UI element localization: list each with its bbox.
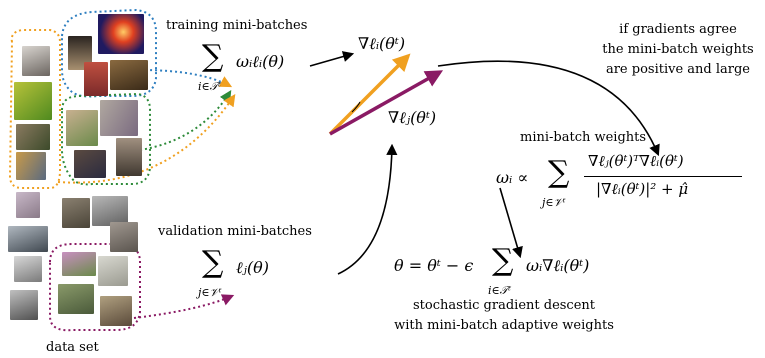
agree-to-weights-arrow [437, 60, 660, 157]
train-sum-index: i∈𝒯ᵗ [198, 80, 221, 93]
weight-lhs: ωᵢ ∝ [496, 168, 529, 187]
weight-numerator: ∇ℓⱼ(θᵗ)ᵀ∇ℓᵢ(θᵗ) [588, 152, 684, 170]
weights-to-sgd-arrow [499, 187, 523, 259]
image-dog-grass [66, 110, 98, 146]
image-fireworks [98, 14, 144, 54]
training-minibatches-label: training mini-batches [166, 18, 308, 33]
orange-training-group [8, 29, 61, 189]
image-truck [14, 256, 42, 282]
image-birds [14, 82, 52, 120]
sgd-line-2: with mini-batch adaptive weights [394, 318, 614, 334]
image-animal [62, 198, 90, 228]
image-windows [110, 222, 138, 252]
image-pink-car [62, 252, 96, 276]
weight-sum-index: j∈𝒱ᵗ [542, 196, 566, 209]
train-sum-symbol: ∑ [202, 39, 224, 74]
image-wall [16, 192, 40, 218]
validation-minibatches-label: validation mini-batches [158, 224, 312, 239]
purple-validation-group [49, 243, 141, 332]
green-batch-arrow [139, 89, 232, 151]
image-room [110, 60, 148, 90]
image-deer [58, 284, 94, 314]
agree-line-3: are positive and large [605, 62, 751, 78]
gradients-agree-note: if gradients agree the mini-batch weight… [598, 20, 758, 80]
weight-sum-symbol: ∑ [548, 155, 570, 190]
image-door [116, 138, 142, 176]
image-monkey [100, 296, 132, 326]
val-sum-symbol: ∑ [202, 245, 224, 280]
image-cat [74, 150, 106, 178]
grad-j-label: ∇ℓⱼ(θᵗ) [388, 108, 437, 127]
agree-line-1: if gradients agree [619, 22, 737, 37]
sgd-body: ωᵢ∇ℓᵢ(θᵗ) [526, 256, 590, 275]
val-loss-term: ℓⱼ(θ) [236, 258, 270, 277]
green-training-group [61, 92, 151, 186]
val-sum-index: j∈𝒱ᵗ [198, 286, 222, 299]
sgd-lhs: θ = θᵗ − ϵ [394, 256, 474, 275]
dataset-label: data set [46, 340, 99, 355]
image-woman [84, 62, 108, 96]
image-building [92, 196, 128, 226]
sgd-line-1: stochastic gradient descent [412, 298, 596, 313]
angle-arc [351, 101, 361, 113]
grad-j-vector [329, 70, 444, 136]
image-bottle [10, 290, 38, 320]
grad-i-vector [328, 53, 411, 136]
sgd-caption: stochastic gradient descent with mini-ba… [384, 296, 624, 336]
image-car [8, 226, 48, 252]
image-bird-tree [16, 152, 46, 180]
weight-denominator: |∇ℓᵢ(θᵗ)|² + μ̂ [596, 180, 689, 198]
agree-line-2: the mini-batch weights [602, 42, 754, 58]
sgd-sum-index: i∈𝒯ᵗ [488, 284, 511, 297]
sgd-sum-symbol: ∑ [492, 243, 514, 278]
image-leaves [98, 256, 128, 286]
val-to-grad-arrow [337, 143, 398, 275]
blue-training-group [61, 8, 157, 98]
image-branch [16, 124, 50, 150]
grad-i-label: ∇ℓᵢ(θᵗ) [358, 34, 406, 53]
minibatch-weights-label: mini-batch weights [520, 130, 647, 145]
image-dog [22, 46, 50, 76]
orange-batch-arrow [57, 94, 236, 184]
blue-batch-arrow [139, 69, 233, 88]
train-loss-term: ωᵢℓᵢ(θ) [236, 52, 285, 71]
weight-fraction-bar [584, 176, 742, 177]
train-to-grad-arrow [309, 51, 355, 67]
image-collage [100, 100, 138, 136]
